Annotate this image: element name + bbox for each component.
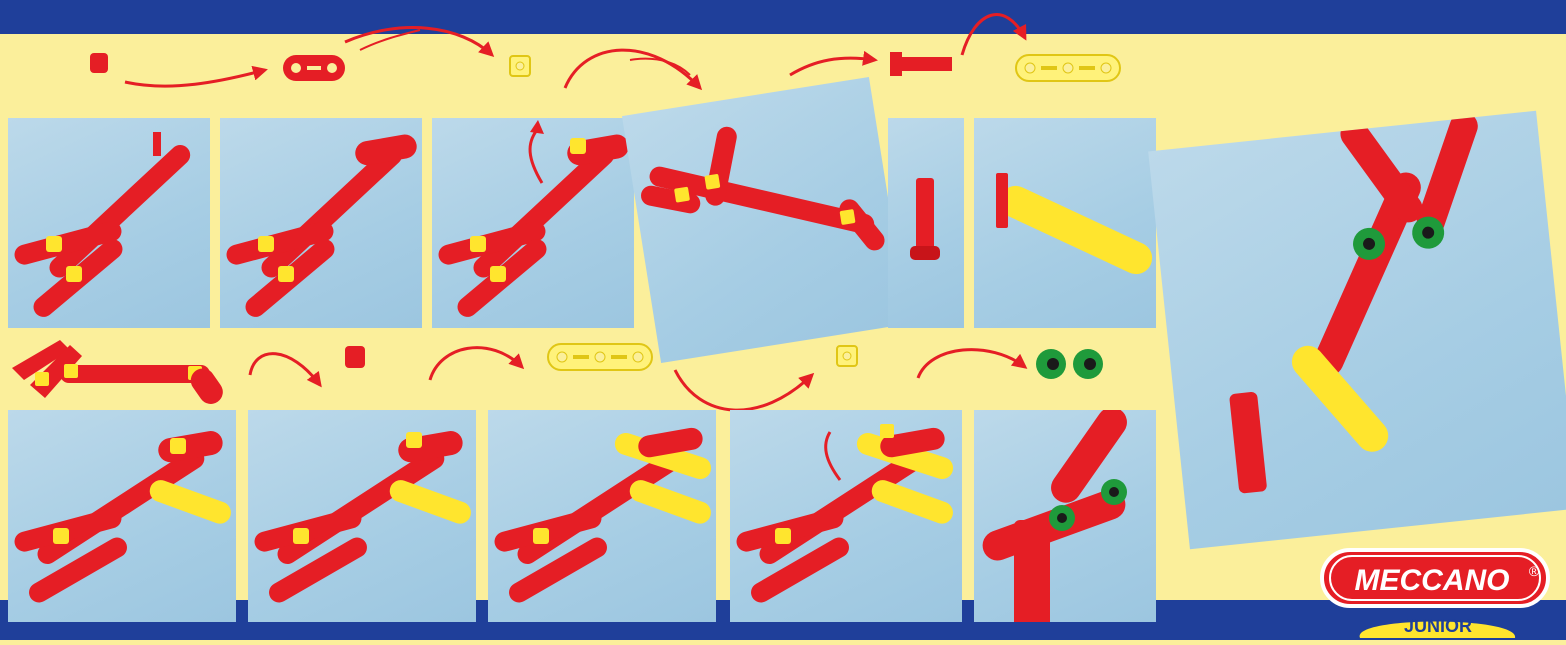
arrow (250, 354, 320, 385)
arrow (125, 70, 265, 86)
step-1-3-panel (432, 118, 634, 328)
red-spacer-part (90, 53, 108, 73)
step-2-1-panel (8, 410, 236, 622)
step-2-4-panel (730, 410, 962, 622)
yellow-strip-part (548, 344, 652, 370)
arrow (345, 28, 492, 55)
meccano-junior-logo: MECCANO ® JUNIOR (1320, 546, 1552, 640)
meccano-wordmark: MECCANO (1355, 564, 1510, 597)
step-2-3-panel (488, 410, 716, 622)
arrow (790, 58, 875, 75)
arrow (675, 370, 812, 410)
arrow (918, 350, 1025, 378)
green-eyes-part (1036, 349, 1103, 379)
junior-wordmark: JUNIOR (1404, 616, 1472, 636)
step-2-2-panel (248, 410, 476, 622)
step-2-5-panel (974, 410, 1156, 622)
red-spacer-part (345, 346, 365, 368)
red-bolt-part (890, 52, 952, 76)
finished-model-photo (1148, 111, 1566, 550)
registered-mark: ® (1529, 563, 1540, 579)
step-1-1-panel (8, 118, 210, 328)
arrow (430, 348, 522, 380)
arrow (565, 50, 700, 88)
step-1-5-panel (888, 118, 964, 328)
step-1-4-panel (622, 77, 908, 363)
step-1-6-panel (974, 118, 1156, 328)
red-short-strip-part (283, 55, 345, 81)
arrow (962, 15, 1025, 55)
yellow-nut-part (510, 56, 530, 76)
yellow-nut-part (837, 346, 857, 366)
progress-model-icon (12, 340, 228, 409)
yellow-strip-part (1016, 55, 1120, 81)
step-1-2-panel (220, 118, 422, 328)
